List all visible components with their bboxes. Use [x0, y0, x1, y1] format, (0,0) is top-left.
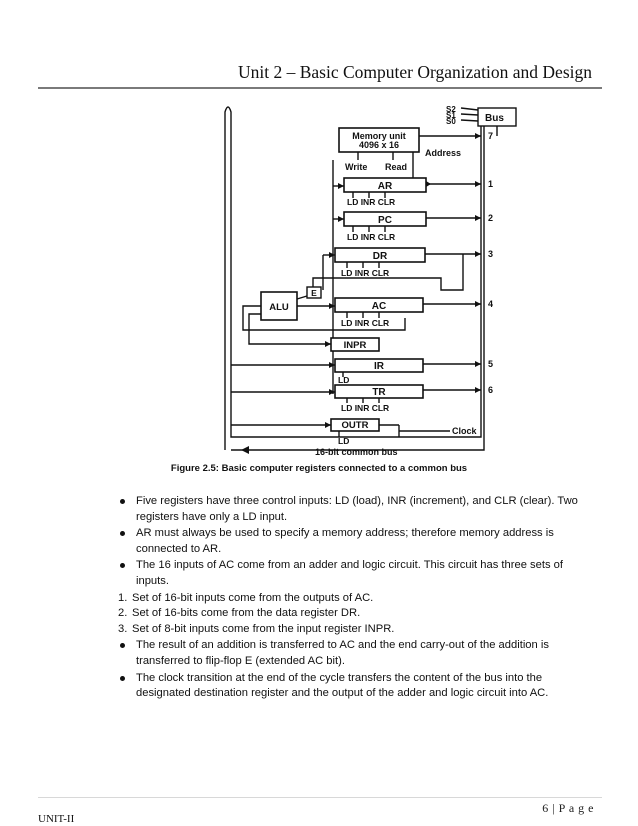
select-line-s2: S2 [446, 105, 456, 114]
clock-label: Clock [452, 426, 478, 436]
sub-item-text: Set of 16-bits come from the data regist… [132, 607, 361, 620]
bus-index-pc: 2 [488, 213, 493, 223]
write-label: Write [345, 162, 367, 172]
bullet-item: Five registers have three control inputs… [118, 494, 588, 525]
register-outr: OUTR [342, 420, 369, 431]
bullet-item: The clock transition at the end of the c… [118, 671, 588, 702]
footer-rule [38, 797, 602, 798]
header-rule [38, 87, 602, 89]
e-flipflop-label: E [311, 288, 317, 298]
register-tr: TR [372, 387, 386, 398]
bus-index-dr: 3 [488, 249, 493, 259]
register-ar: AR [378, 181, 393, 192]
bullet-item: AR must always be used to specify a memo… [118, 526, 588, 557]
ir-controls: LD [338, 375, 349, 385]
register-ir: IR [374, 361, 385, 372]
bus-diagram: S2 S1 S0 Bus 7 Memory unit 4096 x 16 Wri… [223, 100, 520, 458]
sub-list-item: 3. Set of 8-bit inputs come from the inpu… [118, 622, 588, 638]
alu-label: ALU [269, 302, 289, 313]
bus-index-memory: 7 [488, 131, 493, 141]
bus-index-ar: 1 [488, 179, 493, 189]
register-ac: AC [372, 301, 386, 312]
bullet-item: The 16 inputs of AC come from an adder a… [118, 558, 588, 589]
register-dr: DR [373, 251, 388, 262]
page-header-title: Unit 2 – Basic Computer Organization and… [238, 62, 592, 82]
sub-item-text: Set of 8-bit inputs come from the input … [132, 622, 395, 635]
ac-controls: LD INR CLR [341, 318, 389, 328]
bus-label: Bus [485, 113, 504, 124]
read-label: Read [385, 162, 407, 172]
select-line-s0: S0 [446, 117, 456, 126]
register-inpr: INPR [344, 340, 367, 351]
figure-caption: Figure 2.5: Basic computer registers con… [170, 463, 468, 474]
bullet-list: Five registers have three control inputs… [118, 494, 588, 703]
sub-list-item: 2. Set of 16-bits come from the data reg… [118, 606, 588, 622]
sub-item-number: 2. [118, 607, 128, 620]
outr-controls: LD [338, 436, 349, 446]
tr-controls: LD INR CLR [341, 403, 389, 413]
sub-list-item: 1. Set of 16-bit inputs come from the out… [118, 591, 588, 607]
bus-index-ir: 5 [488, 359, 493, 369]
unit-label: UNIT-II [38, 813, 75, 825]
dr-controls: LD INR CLR [341, 268, 389, 278]
sub-item-number: 3. [118, 622, 128, 635]
bus-index-tr: 6 [488, 385, 493, 395]
pc-controls: LD INR CLR [347, 232, 395, 242]
address-label: Address [425, 148, 461, 158]
sub-item-text: Set of 16-bit inputs come from the outpu… [132, 591, 374, 604]
ar-controls: LD INR CLR [347, 197, 395, 207]
memory-unit-title: Memory unit [352, 131, 406, 141]
memory-unit-size: 4096 x 16 [359, 140, 399, 150]
bullet-item: The result of an addition is transferred… [118, 638, 588, 669]
bus-diagram-figure: S2 S1 S0 Bus 7 Memory unit 4096 x 16 Wri… [223, 100, 520, 458]
bus-index-ac: 4 [488, 299, 493, 309]
select-line-s1: S1 [446, 111, 456, 120]
common-bus-label: 16-bit common bus [315, 447, 398, 457]
register-pc: PC [378, 215, 392, 226]
page-number: 6 | P a g e [542, 801, 594, 815]
sub-item-number: 1. [118, 591, 128, 604]
